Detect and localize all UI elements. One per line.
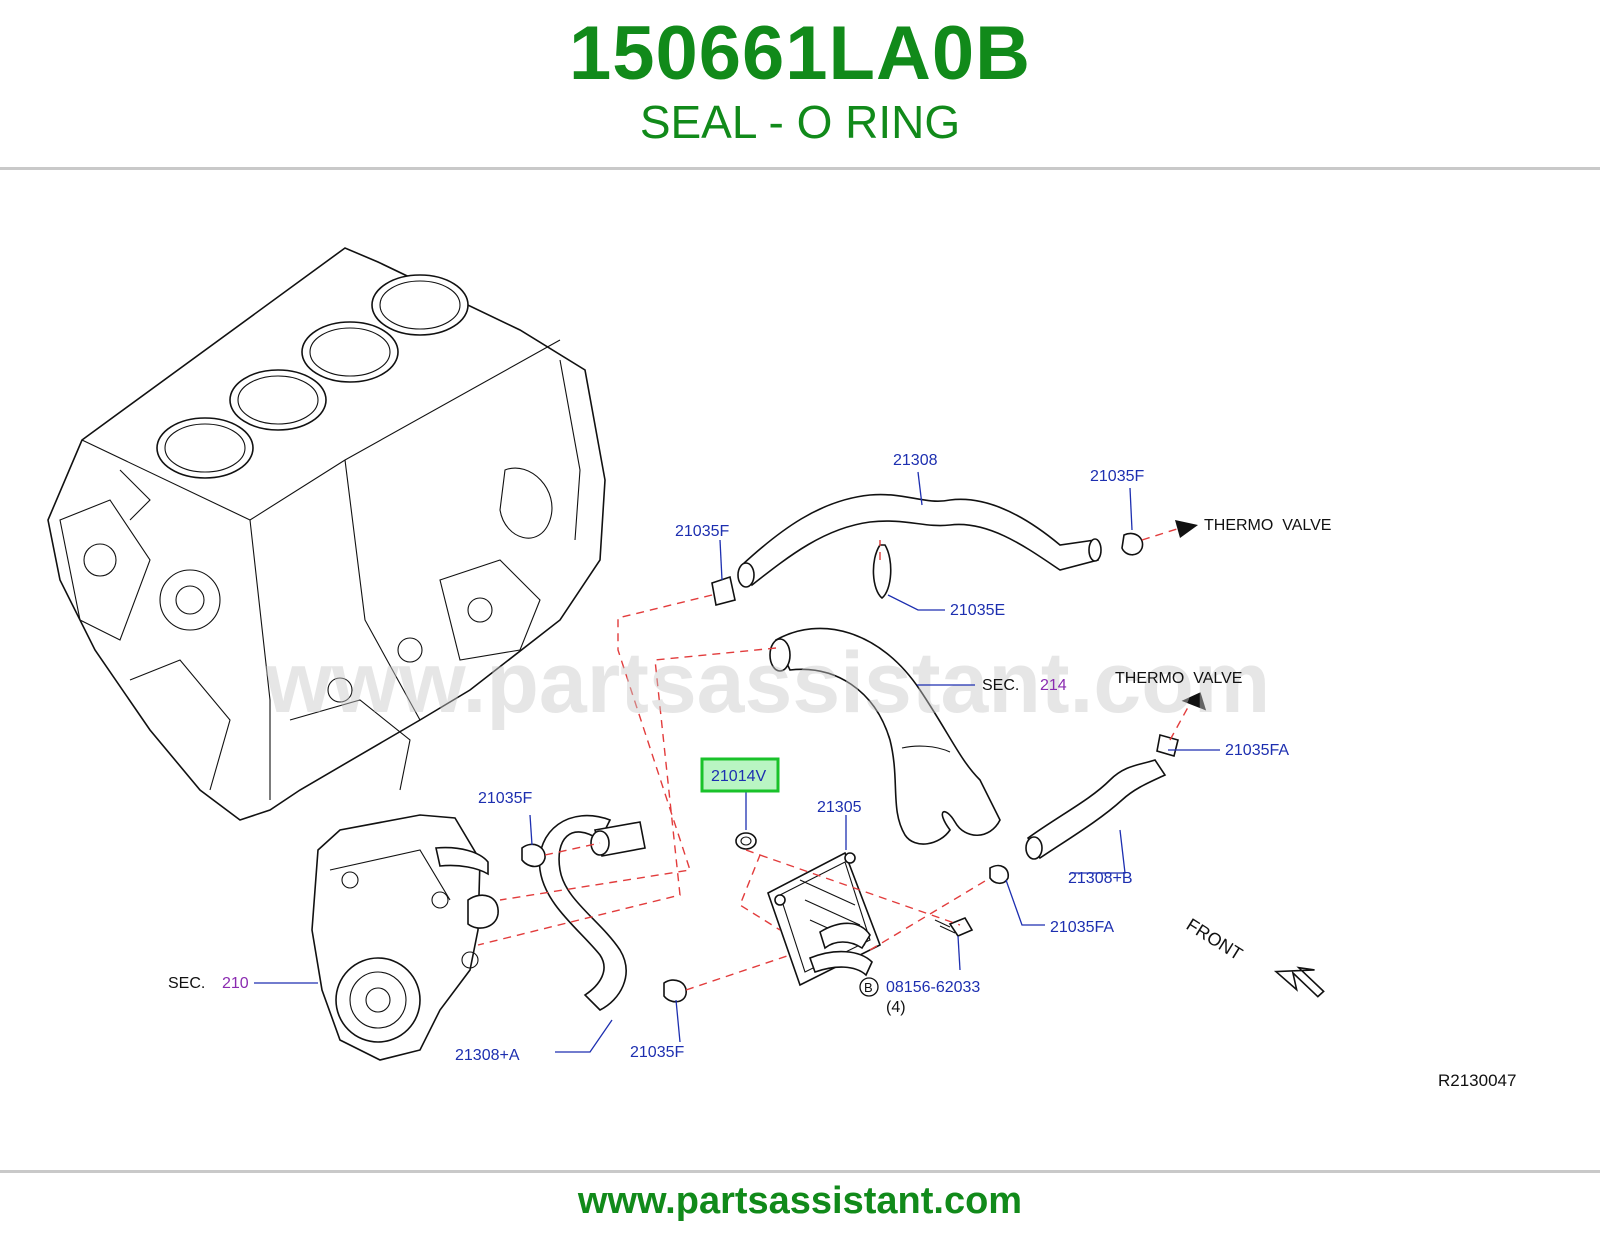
engine-block-drawing [47,247,606,821]
clamp-21035e-shape [872,544,892,600]
watermark: www.partsassistant.com [264,635,1270,731]
clamp-21035fa-upper-shape [1156,733,1179,758]
label-sec-210-prefix: SEC. [168,975,205,992]
section-link-214[interactable]: 214 [1040,677,1067,694]
callout-21035f-mid[interactable]: 21035F [478,790,532,807]
front-arrow-icon [1273,966,1325,998]
clamp-21035f-bottom-shape [663,979,687,1003]
reference-code: R2130047 [1438,1071,1516,1090]
bolt-b-badge [859,977,879,997]
callout-21035f-bottom[interactable]: 21035F [630,1044,684,1061]
callout-21035f-top-right[interactable]: 21035F [1090,468,1144,485]
assembly-dashed-lines [477,527,1193,991]
highlight-box-21014v [700,757,780,793]
callout-21035fa-upper[interactable]: 21035FA [1225,742,1289,759]
callout-21014v[interactable]: 21014V [711,768,766,785]
callout-08156-62033[interactable]: 08156-62033 [886,979,980,996]
label-thermo-valve-2: THERMO VALVE [1115,670,1242,687]
footer-divider [0,1170,1600,1173]
part-number: 150661LA0B [568,11,1032,96]
hose-21308-drawing [737,493,1102,588]
footer-link[interactable]: www.partsassistant.com [577,1180,1023,1222]
label-sec-214-prefix: SEC. [982,677,1019,694]
callout-21308b[interactable]: 21308+B [1068,870,1133,887]
clamp-21035f-mid-shape [521,843,546,868]
bolt-b-symbol: B [864,980,873,995]
callout-21035fa-lower[interactable]: 21035FA [1050,919,1114,936]
callout-21035f-top-left[interactable]: 21035F [675,523,729,540]
sec-214-hose-drawing [769,627,1001,845]
part-name: SEAL - O RING [639,96,961,148]
hose-21308a-drawing [538,814,646,1011]
header: 150661LA0B SEAL - O RING [0,0,1600,168]
oring-21014v-drawing [735,832,757,850]
callout-21035e[interactable]: 21035E [950,602,1005,619]
label-thermo-valve-1: THERMO VALVE [1204,517,1331,534]
bolt-quantity: (4) [886,999,906,1016]
bolt-08156-drawing [934,917,974,937]
label-front: FRONT [1183,914,1246,964]
leader-lines [254,471,1220,1053]
header-divider [0,167,1600,170]
thermo-valve-arrow-2 [1181,692,1207,711]
section-link-210[interactable]: 210 [222,975,249,992]
oil-cooler-21305-drawing [767,851,882,987]
clamp-21035f-top-left-shape [711,575,736,606]
callout-21305[interactable]: 21305 [817,799,862,816]
clamp-21035fa-lower-shape [989,864,1010,885]
hose-21308b-drawing [1025,759,1167,860]
callout-21308[interactable]: 21308 [893,452,938,469]
water-pump-housing-drawing [311,814,499,1061]
thermo-valve-arrow-1 [1175,520,1198,538]
clamp-21035f-top-right-shape [1121,532,1144,556]
clamps-drawing [521,532,1179,1003]
callout-21308a[interactable]: 21308+A [455,1047,520,1064]
